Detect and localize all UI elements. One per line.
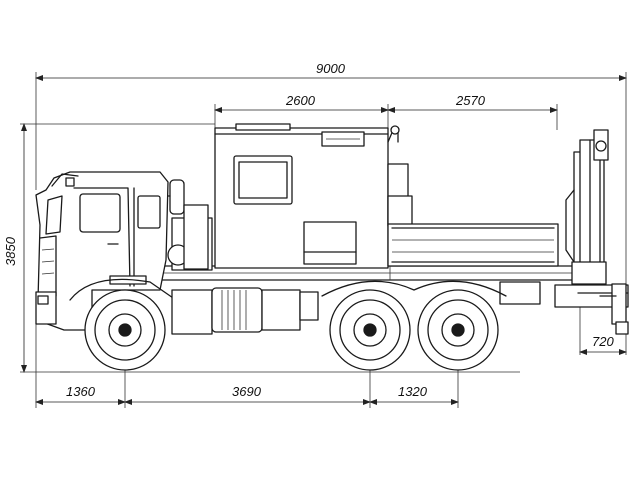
loader-crane <box>565 129 629 335</box>
dim-wheelbase-front: 3690 <box>232 384 262 399</box>
front-wheel <box>84 289 166 371</box>
dim-box-length: 2600 <box>285 93 316 108</box>
tank-ribs <box>221 290 247 330</box>
cab-rear-equipment <box>167 204 213 335</box>
cab <box>35 171 185 331</box>
tank-and-battery <box>211 287 319 333</box>
rear-fender <box>321 280 507 297</box>
dim-wheelbase-rear: 1320 <box>398 384 428 399</box>
dim-front-overhang: 1360 <box>66 384 96 399</box>
dim-height: 3850 <box>3 236 18 266</box>
dim-rear-length: 2570 <box>455 93 486 108</box>
truck <box>35 123 629 373</box>
dim-rear-extension: 720 <box>592 334 614 349</box>
rear-wheel-2 <box>417 289 499 371</box>
rear-wheel-1 <box>329 289 411 371</box>
box-body <box>214 123 413 269</box>
flatbed <box>387 223 559 280</box>
dim-overall-length: 9000 <box>316 61 346 76</box>
